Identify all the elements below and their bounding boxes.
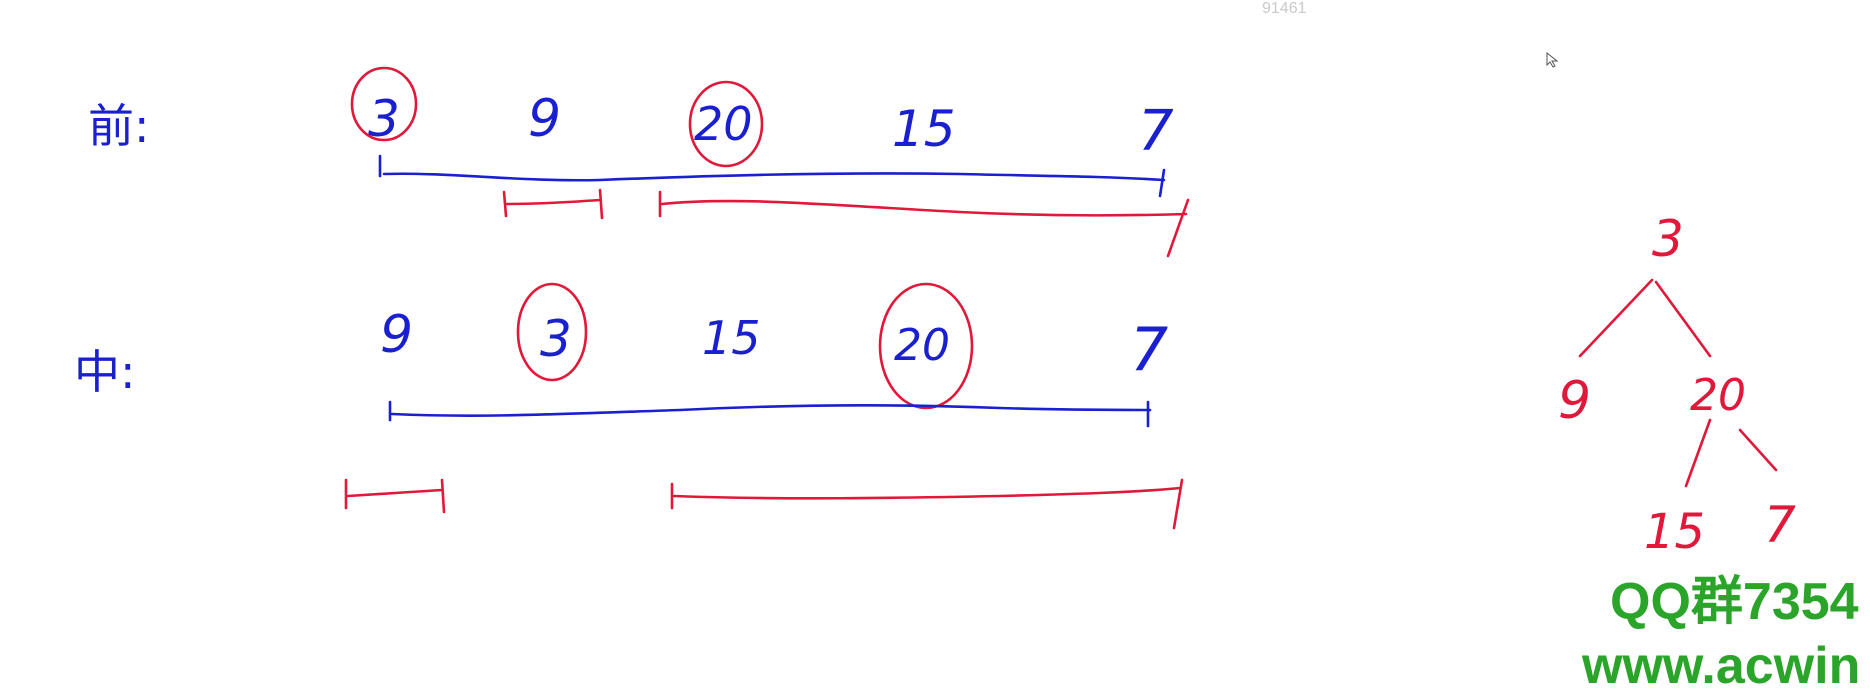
inorder-left-subtree-range	[344, 478, 446, 514]
preorder-value: 7	[1138, 99, 1174, 164]
inorder-value: 15	[702, 311, 761, 365]
preorder-right-subtree-range	[658, 190, 1190, 258]
whiteboard-canvas: 前: 中: 3 9 20 15 7 9 3 15 20 7 3 9 20 15 …	[74, 66, 1796, 560]
preorder-value: 15	[892, 100, 956, 158]
tree-edge-right-left	[1684, 418, 1712, 488]
website-banner: www.acwin	[1582, 637, 1861, 695]
qq-group-banner: QQ群7354	[1610, 573, 1859, 631]
tree-edge-left	[1578, 278, 1654, 358]
tree-node-root: 3	[1652, 210, 1684, 268]
preorder-value: 20	[694, 97, 753, 151]
tree-edge-right	[1654, 280, 1712, 358]
preorder-left-subtree-range	[502, 188, 604, 220]
inorder-value: 3	[540, 310, 572, 368]
root-circle-3-inorder	[516, 282, 588, 382]
tree-edge-right-right	[1738, 428, 1778, 472]
tree-node-left: 9	[1558, 371, 1591, 431]
inorder-value: 20	[894, 320, 950, 371]
preorder-label: 前:	[88, 99, 150, 153]
root-circle-3	[350, 66, 418, 142]
inorder-value: 7	[1130, 315, 1168, 385]
inorder-range-line	[388, 400, 1152, 428]
watermark-id: 91461	[1262, 0, 1307, 17]
tree-node-right-right: 7	[1764, 496, 1796, 554]
mouse-cursor-icon	[1546, 52, 1559, 68]
inorder-label: 中:	[74, 345, 136, 399]
preorder-value: 9	[528, 89, 561, 149]
preorder-range-line	[378, 154, 1166, 198]
inorder-right-subtree-range	[670, 478, 1184, 530]
root-circle-20	[688, 80, 764, 168]
tree-node-right-left: 15	[1644, 504, 1705, 560]
tree-node-right: 20	[1690, 370, 1746, 421]
inorder-value: 9	[380, 305, 413, 365]
root-circle-20-inorder	[878, 282, 974, 410]
